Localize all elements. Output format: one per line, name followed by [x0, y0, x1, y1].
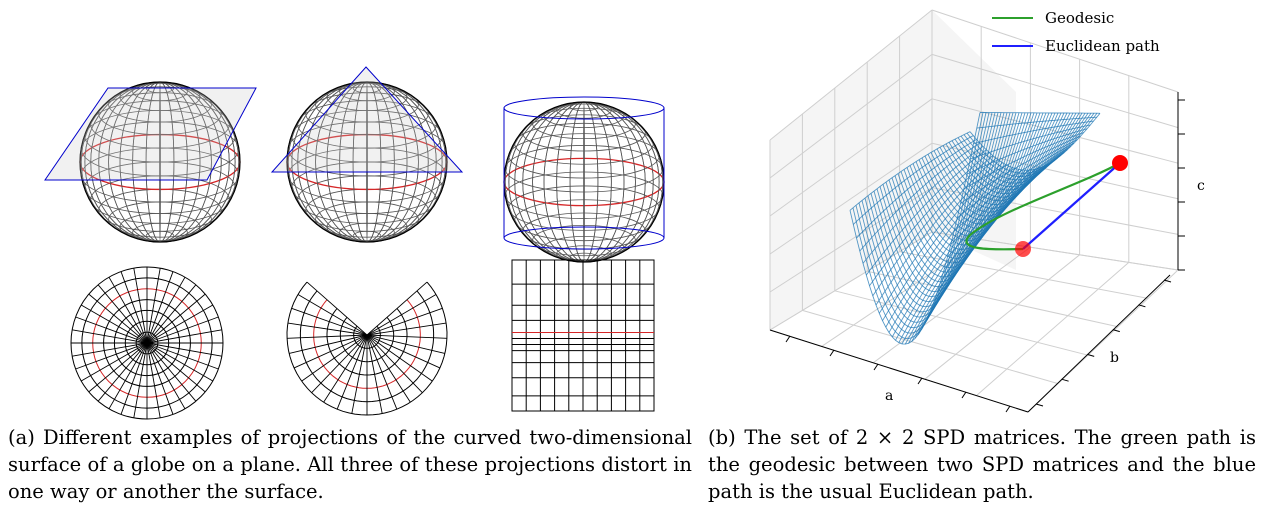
axis-label-c: c	[1197, 178, 1205, 194]
tangent-plane-shape	[44, 87, 257, 181]
surface-line	[966, 128, 1088, 175]
euclidean-path	[1022, 162, 1121, 250]
surface-line	[939, 112, 1071, 206]
surface-line	[970, 124, 1091, 160]
surface-line	[980, 112, 1101, 114]
map-cylindrical	[511, 259, 655, 412]
x-axis-line	[769, 329, 1029, 413]
surface-line	[969, 113, 1101, 171]
y-axis-line	[1027, 274, 1171, 413]
globe-projections-figure	[44, 66, 665, 420]
globe-azimuthal	[79, 81, 241, 243]
surface-line	[954, 112, 1086, 188]
surface-line	[976, 116, 1097, 129]
legend-label-geodesic: Geodesic	[1045, 9, 1114, 27]
surface-line	[960, 135, 1081, 204]
surface-line	[951, 112, 1083, 191]
surface-line	[973, 120, 1094, 145]
spd-point-end	[1112, 155, 1128, 171]
cone-shape	[270, 66, 464, 173]
surface-line	[957, 112, 1089, 184]
axis-label-a: a	[885, 388, 893, 404]
surface-line	[963, 112, 1095, 178]
surface-line	[918, 112, 1050, 233]
surface-line	[933, 112, 1065, 213]
globe-cylindrical	[503, 101, 665, 263]
map-conic	[286, 281, 448, 416]
surface-line	[963, 132, 1084, 190]
surface-line	[948, 112, 1080, 195]
spd-surface-plot: Geodesic Euclidean path a b c	[769, 9, 1205, 413]
axis-label-b: b	[1110, 350, 1119, 366]
surface-line	[960, 112, 1092, 181]
caption-a: (a) Different examples of projections of…	[8, 426, 692, 503]
caption-b: (b) The set of 2 × 2 SPD matrices. The g…	[708, 426, 1256, 503]
geodesic-path	[965, 162, 1121, 251]
plot-legend: Geodesic Euclidean path	[992, 9, 1160, 55]
surface-line	[966, 112, 1098, 174]
map-azimuthal	[70, 266, 224, 420]
legend-label-euclidean: Euclidean path	[1045, 37, 1160, 55]
surface-line	[957, 139, 1078, 219]
surface-line	[942, 112, 1074, 202]
globe-conic	[286, 81, 448, 243]
surface-line	[953, 142, 1075, 232]
surface-line	[945, 112, 1077, 198]
surface-line	[921, 112, 1053, 229]
spd-point-start	[1015, 241, 1031, 257]
surface-line	[936, 112, 1068, 209]
surface-line	[950, 146, 1072, 245]
